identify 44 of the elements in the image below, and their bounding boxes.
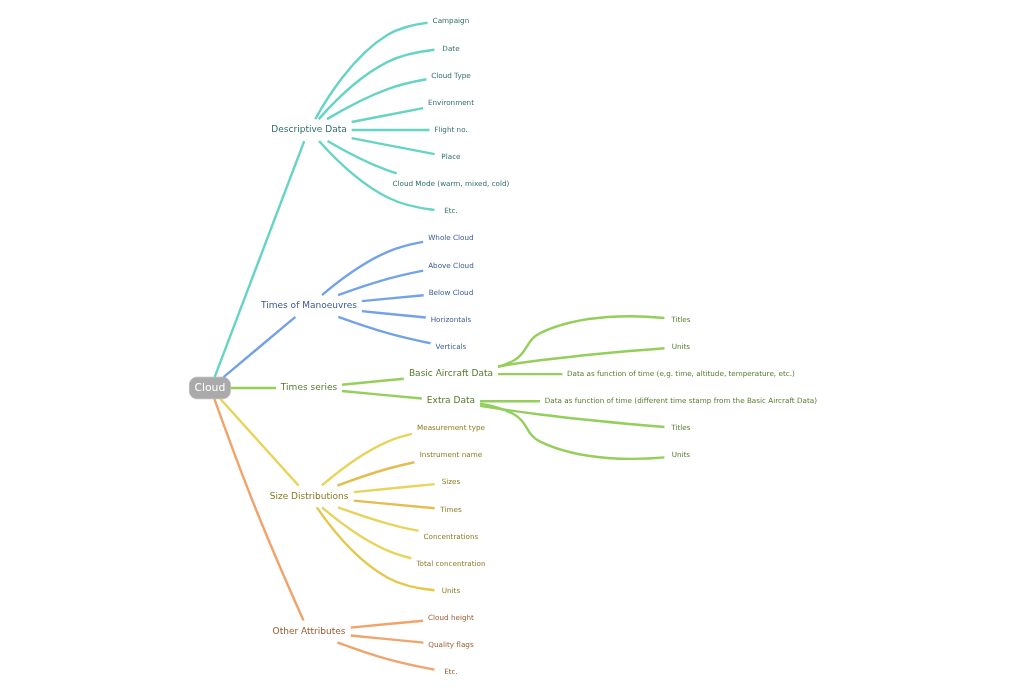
- connector: [350, 619, 424, 629]
- connector: [337, 315, 431, 345]
- connector: [315, 506, 435, 592]
- connector: [341, 377, 404, 386]
- node-text: Other Attributes: [272, 625, 346, 636]
- node-text: Basic Aircraft Data: [408, 368, 493, 379]
- node-text: Times of Manoeuvres: [261, 300, 358, 311]
- connector: [351, 128, 430, 132]
- node-text: Size Distributions: [269, 490, 349, 501]
- connector: [219, 398, 300, 487]
- connector: [361, 294, 424, 303]
- connector: [361, 309, 426, 319]
- connector: [353, 499, 435, 510]
- connector: [336, 461, 415, 487]
- connector: [213, 140, 306, 378]
- node-text: Extra Data: [426, 395, 476, 406]
- connector: [480, 400, 540, 403]
- connector: [497, 315, 665, 369]
- connector: [314, 21, 428, 120]
- connector: [318, 140, 435, 212]
- connector: [326, 139, 398, 175]
- connector: [351, 136, 435, 156]
- connector: [213, 398, 305, 621]
- connector: [321, 432, 413, 487]
- connector: [350, 634, 424, 644]
- connector: [337, 506, 419, 533]
- connector: [497, 346, 665, 368]
- connector: [321, 506, 412, 560]
- connector: [326, 78, 427, 121]
- node-text: Descriptive Data: [271, 124, 347, 135]
- connector: [222, 316, 297, 379]
- connector: [337, 269, 424, 297]
- connector: [498, 372, 563, 376]
- connector: [479, 404, 665, 429]
- connector: [321, 240, 424, 297]
- connector: [351, 106, 424, 124]
- connector: [336, 641, 435, 671]
- connector: [230, 386, 277, 390]
- node-text: Times series: [280, 382, 338, 393]
- node-box: Cloud: [189, 376, 231, 400]
- connector: [317, 48, 435, 120]
- connector: [353, 482, 435, 494]
- connector: [341, 389, 422, 400]
- connector: [479, 402, 665, 460]
